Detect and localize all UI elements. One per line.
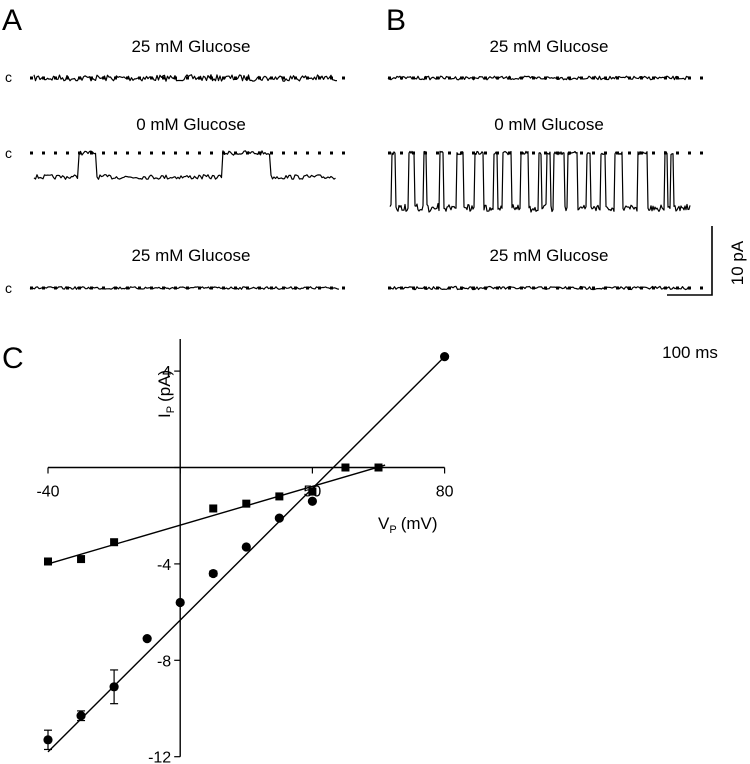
- trace-b3: [389, 285, 691, 291]
- trace-b1: [387, 75, 690, 81]
- data-point-circle: [274, 513, 284, 523]
- single-channel-traces: [29, 74, 691, 291]
- y-tick-label: 4: [162, 364, 171, 381]
- x-tick-label: 50: [304, 484, 322, 501]
- closed-baselines: [30, 76, 710, 290]
- x-tick-label: 80: [436, 484, 454, 501]
- iv-fit-lines: [47, 356, 446, 753]
- scale-bar-time-label: 100 ms: [662, 343, 718, 362]
- data-point-square: [110, 538, 119, 547]
- closed-marker-3: c: [5, 280, 12, 296]
- y-tick-label: -8: [157, 653, 171, 670]
- x-axis-title-unit: (mV): [401, 514, 438, 533]
- y-axis-title-unit: (pA): [155, 370, 174, 402]
- panel-b-letter: B: [386, 4, 406, 37]
- trace-a3: [29, 286, 340, 290]
- panel-b-trace-3-label: 25 mM Glucose: [489, 246, 608, 265]
- fit-line-circle: [47, 356, 446, 753]
- data-point-circle: [241, 542, 251, 552]
- data-point-circle: [175, 597, 185, 608]
- data-point-square: [341, 463, 350, 472]
- x-axis-title-sub: P: [389, 524, 396, 536]
- data-point-square: [44, 557, 52, 566]
- panel-b-trace-2-label: 0 mM Glucose: [494, 115, 604, 134]
- data-point-square: [77, 555, 86, 564]
- scale-bar: 10 pA 100 ms: [662, 226, 747, 362]
- y-axis-title: IP (pA): [155, 370, 177, 418]
- y-axis-title-main: I: [155, 413, 174, 418]
- panel-b-trace-1-label: 25 mM Glucose: [489, 37, 608, 56]
- data-point-circle: [208, 568, 218, 579]
- y-tick-label: -4: [157, 557, 171, 574]
- scale-bar-current-label: 10 pA: [728, 240, 747, 285]
- x-axis-title: VP (mV): [378, 514, 438, 536]
- data-point-square: [374, 463, 383, 472]
- x-tick-label: -40: [36, 484, 59, 501]
- y-axis-title-sub: P: [165, 406, 177, 413]
- data-point-square: [242, 499, 251, 508]
- data-point-square: [275, 492, 284, 501]
- data-point-circle: [76, 711, 86, 721]
- panel-a-letter: A: [2, 4, 22, 37]
- panel-a-trace-2-label: 0 mM Glucose: [136, 115, 246, 134]
- data-point-circle: [109, 682, 119, 692]
- iv-data-marks: [43, 352, 450, 751]
- trace-a2: [33, 150, 336, 180]
- data-point-square: [308, 487, 317, 496]
- y-tick-label: -12: [148, 750, 171, 764]
- x-axis-title-main: V: [378, 514, 390, 533]
- panel-a-trace-1-label: 25 mM Glucose: [131, 37, 250, 56]
- scale-bar-lines: [667, 226, 713, 296]
- panel-c-letter: C: [2, 342, 24, 375]
- closed-marker-1: c: [5, 69, 12, 85]
- data-point-square: [209, 504, 218, 513]
- trace-a1: [33, 74, 338, 82]
- data-point-circle: [142, 634, 152, 644]
- closed-marker-2: c: [5, 145, 12, 161]
- trace-b2: [389, 150, 691, 213]
- panel-a-trace-3-label: 25 mM Glucose: [131, 246, 250, 265]
- data-point-circle: [440, 352, 450, 362]
- iv-tick-labels: -40 50 80 -12 -8 -4 4: [36, 364, 453, 764]
- fit-line-square: [47, 464, 386, 565]
- data-point-circle: [43, 735, 53, 745]
- data-point-circle: [307, 496, 317, 506]
